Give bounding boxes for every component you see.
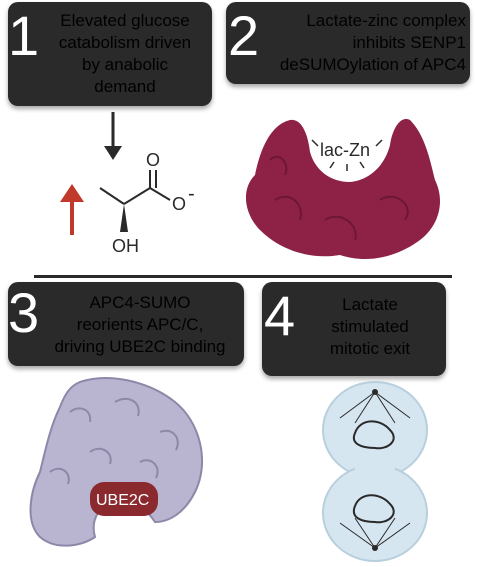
step-2-line: deSUMOylation of APC4	[279, 55, 466, 74]
step-1-line: catabolism driven	[58, 33, 192, 52]
ube2c-icon	[90, 482, 158, 516]
step-4-text: Lactate stimulated mitotic exit	[300, 294, 440, 360]
step-3-box	[8, 282, 244, 366]
step-4-line: Lactate	[342, 295, 398, 314]
dividing-cell-icon	[322, 381, 428, 562]
panel-2-graphics: lac-Zn	[245, 119, 440, 260]
carboxylate-o-label: O	[172, 194, 186, 214]
panel-1-graphics: O O - OH	[60, 112, 195, 256]
step-3-text: APC4-SUMO reorients APC/C, driving UBE2C…	[40, 292, 240, 358]
panel-3-graphics: UBE2C	[29, 377, 203, 547]
step-1-number: 1	[8, 4, 40, 67]
protein-icon	[245, 119, 440, 260]
step-2-text: Lactate-zinc complex inhibits SENP1 deSU…	[262, 10, 466, 76]
step-1-line: demand	[94, 77, 156, 96]
step-1-line: by anabolic	[81, 55, 168, 74]
step-2-line: inhibits SENP1	[352, 33, 466, 52]
ube2c-label: UBE2C	[96, 492, 149, 509]
charge-label: -	[188, 183, 195, 205]
step-2-line: Lactate-zinc complex	[306, 11, 466, 30]
step-4-line: mitotic exit	[329, 339, 411, 358]
hydroxyl-label: OH	[112, 236, 139, 256]
step-1-text: Elevated glucose catabolism driven by an…	[40, 10, 210, 98]
lac-zn-label: lac-Zn	[320, 140, 370, 160]
section-divider	[34, 275, 452, 278]
panel-4-graphics	[322, 381, 428, 562]
step-1-box	[8, 2, 212, 106]
step-4-line: stimulated	[331, 317, 409, 336]
lactate-molecule-icon	[99, 170, 171, 232]
step-3-line: driving UBE2C binding	[54, 337, 226, 356]
apc-complex-icon	[29, 377, 203, 547]
step-3-line: APC4-SUMO	[89, 293, 191, 312]
step-2-number: 2	[228, 4, 260, 67]
carbonyl-o-label: O	[146, 150, 160, 170]
step-2-box	[226, 2, 470, 84]
step-3-line: reorients APC/C,	[76, 315, 204, 334]
up-arrow-icon	[60, 184, 84, 235]
step-3-number: 3	[8, 281, 40, 344]
down-arrow-icon	[104, 112, 122, 160]
step-4-number: 4	[264, 284, 296, 347]
step-4-box	[262, 282, 446, 376]
step-1-line: Elevated glucose	[60, 11, 190, 30]
